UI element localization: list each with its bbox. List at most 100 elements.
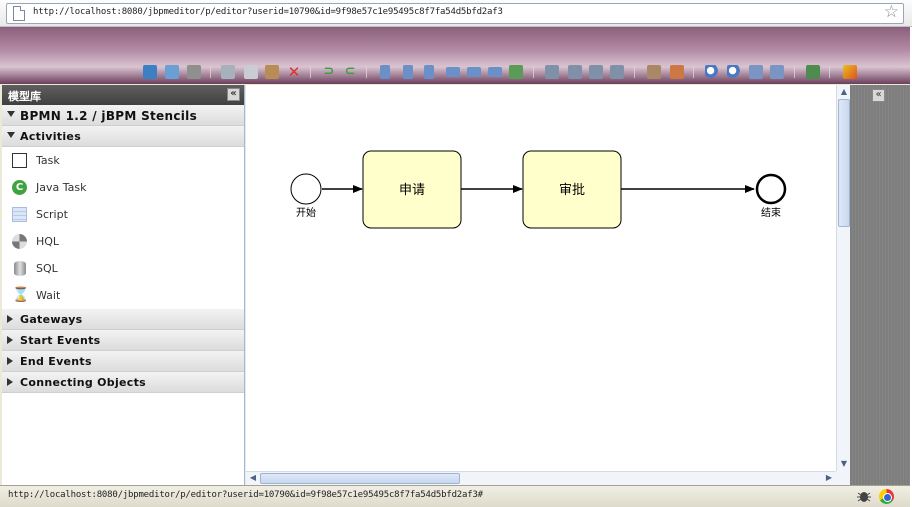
group-label: Start Events	[20, 334, 101, 347]
browser-logo-icon[interactable]	[879, 489, 894, 504]
delete-icon[interactable]: ✕	[287, 63, 301, 81]
scroll-right-icon[interactable]: ▶	[825, 473, 833, 482]
stencil-sidebar: 模型库 « BPMN 1.2 / jBPM Stencils Activitie…	[2, 85, 245, 485]
group-end-events[interactable]: End Events	[2, 351, 244, 372]
vertical-scroll-thumb[interactable]	[838, 99, 850, 227]
redo-icon[interactable]: ⊂	[344, 64, 356, 79]
collapsed-arrow-icon	[7, 336, 13, 344]
stencil-item-label: Java Task	[36, 181, 87, 194]
align-center-icon[interactable]	[467, 67, 481, 77]
stencil-item-task[interactable]: Task	[2, 147, 244, 174]
bookmark-star-icon[interactable]: ☆	[883, 2, 899, 22]
stencil-set-label: BPMN 1.2 / jBPM Stencils	[20, 109, 198, 123]
stencil-item-label: SQL	[36, 262, 58, 275]
status-text: http://localhost:8080/jbpmeditor/p/edito…	[8, 490, 483, 500]
align-top-icon[interactable]	[424, 65, 434, 79]
save-as-icon[interactable]	[165, 65, 179, 79]
group-connecting-objects[interactable]: Connecting Objects	[2, 372, 244, 393]
script-icon	[12, 207, 27, 222]
zoom-actual-icon[interactable]	[770, 65, 784, 79]
save-icon[interactable]	[143, 65, 157, 79]
print-icon[interactable]	[187, 65, 201, 79]
scroll-corner	[836, 471, 850, 485]
align-left-icon[interactable]	[446, 67, 460, 77]
stencil-item-wait[interactable]: ⌛ Wait	[2, 282, 244, 309]
task-node-apply[interactable]	[362, 150, 462, 229]
group-label: Connecting Objects	[20, 376, 147, 389]
stencil-set-header[interactable]: BPMN 1.2 / jBPM Stencils	[2, 105, 244, 126]
scroll-left-icon[interactable]: ◀	[249, 473, 257, 482]
address-bar: http://localhost:8080/jbpmeditor/p/edito…	[0, 0, 912, 27]
paste-icon[interactable]	[265, 65, 279, 79]
expand-panel-icon[interactable]: «	[872, 89, 885, 102]
task1-label: 申请	[399, 183, 425, 198]
stencil-item-label: Script	[36, 208, 68, 221]
copy-icon[interactable]	[244, 65, 258, 79]
collapsed-arrow-icon	[7, 357, 13, 365]
validate-icon[interactable]	[843, 65, 857, 79]
group-label: Gateways	[20, 313, 83, 326]
send-to-back-icon[interactable]	[610, 65, 624, 79]
sql-icon	[14, 261, 26, 276]
group-start-events[interactable]: Start Events	[2, 330, 244, 351]
bring-to-front-icon[interactable]	[545, 65, 559, 79]
editor-toolbar: ✕ ⊃ ⊂	[0, 62, 912, 84]
java-task-icon: C	[12, 180, 27, 195]
scroll-up-icon[interactable]: ▲	[840, 87, 848, 96]
group-label: End Events	[20, 355, 92, 368]
bring-forward-icon[interactable]	[568, 65, 582, 79]
diagram-canvas[interactable]: 开始 申请 审批 结束	[246, 85, 850, 485]
end-event[interactable]	[755, 173, 787, 205]
task-icon	[12, 153, 27, 168]
collapsed-arrow-icon	[7, 315, 13, 323]
properties-panel-collapsed: «	[850, 85, 910, 485]
vertical-scrollbar[interactable]: ▲ ▼	[836, 85, 850, 471]
sidebar-title: 模型库	[8, 90, 41, 103]
sidebar-header: 模型库 «	[2, 85, 244, 105]
undo-icon[interactable]: ⊃	[323, 64, 335, 79]
url-text: http://localhost:8080/jbpmeditor/p/edito…	[33, 7, 503, 17]
url-field[interactable]: http://localhost:8080/jbpmeditor/p/edito…	[6, 2, 904, 24]
align-middle-icon[interactable]	[403, 65, 413, 79]
end-label: 结束	[761, 206, 781, 219]
zoom-fit-icon[interactable]	[749, 65, 763, 79]
ungroup-icon[interactable]	[670, 65, 684, 79]
expanded-arrow-icon	[7, 111, 15, 117]
scroll-down-icon[interactable]: ▼	[840, 459, 848, 468]
stencil-item-label: HQL	[36, 235, 60, 248]
hql-icon	[12, 234, 27, 249]
expanded-arrow-icon	[7, 132, 15, 138]
collapsed-arrow-icon	[7, 378, 13, 386]
collapse-icon[interactable]: «	[227, 88, 240, 101]
firebug-icon[interactable]	[856, 489, 872, 504]
process-diagram: 开始 申请 审批 结束	[290, 150, 787, 229]
stencil-item-hql[interactable]: HQL	[2, 228, 244, 255]
align-bottom-icon[interactable]	[380, 65, 390, 79]
send-backward-icon[interactable]	[589, 65, 603, 79]
cut-icon[interactable]	[221, 65, 235, 79]
wait-icon: ⌛	[12, 287, 30, 303]
stencil-item-sql[interactable]: SQL	[2, 255, 244, 282]
stencil-item-label: Wait	[36, 289, 61, 302]
zoom-in-icon[interactable]	[705, 65, 719, 79]
task2-label: 审批	[559, 183, 585, 198]
group-activities[interactable]: Activities	[2, 126, 244, 147]
task-node-approve[interactable]	[522, 150, 622, 229]
same-size-icon[interactable]	[509, 65, 523, 79]
start-label: 开始	[296, 206, 316, 219]
status-bar: http://localhost:8080/jbpmeditor/p/edito…	[0, 485, 912, 507]
horizontal-scrollbar[interactable]: ◀ ▶	[246, 471, 836, 485]
stencil-item-label: Task	[36, 154, 60, 167]
export-icon[interactable]	[806, 65, 820, 79]
page-icon	[13, 6, 25, 21]
group-gateways[interactable]: Gateways	[2, 309, 244, 330]
group-icon[interactable]	[647, 65, 661, 79]
stencil-item-script[interactable]: Script	[2, 201, 244, 228]
stencil-item-java-task[interactable]: C Java Task	[2, 174, 244, 201]
align-right-icon[interactable]	[488, 67, 502, 77]
horizontal-scroll-thumb[interactable]	[260, 473, 460, 484]
group-label: Activities	[20, 130, 82, 143]
start-event[interactable]	[290, 173, 322, 205]
zoom-out-icon[interactable]	[727, 65, 741, 79]
